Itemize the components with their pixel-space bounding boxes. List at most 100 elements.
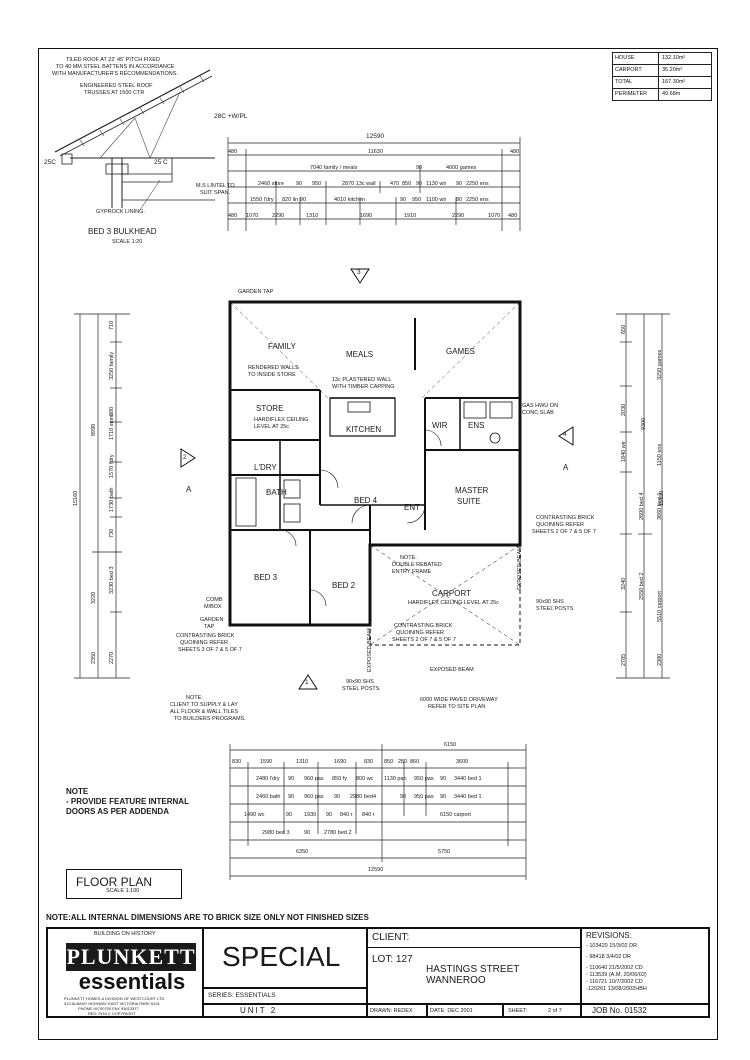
wall-reference: 28C +W/PL [214,113,248,120]
brick-quoining-note: QUOINING REFER [536,522,584,528]
bottom-dim: 840 r [362,812,375,818]
suburb-name: WANNEROO [426,975,486,986]
revision-entry: - 113539 (A.M. 20/06/02) [586,972,647,978]
room-label-games: GAMES [446,347,475,356]
top-dim: 470 [390,181,400,187]
brick-quoining-note: QUOINING REFER [180,640,228,646]
revisions-label: REVISIONS: [586,931,632,940]
left-dim: 2270 [109,651,115,664]
logo-wordmark: PLUNKETT [66,943,196,971]
client-tiles-note: ALL FLOOR & WALL TILES [170,709,239,715]
room-label-bath: BATH [266,488,287,497]
bottom-dim: 90 [304,830,311,836]
bottom-dim: 6150 [444,742,457,748]
top-dim: 1910 [404,213,417,219]
section-letter: A [186,485,192,494]
top-dim: 11630 [368,149,383,155]
job-panel: JOB No. 01532 [581,1004,709,1017]
room-label-ldry: L'DRY [254,463,277,472]
right-dim: 5510 carport [657,591,663,622]
entry-frame-note: ENTRY FRAME [392,569,432,575]
shs-posts-note: 90x90 SHS [346,679,374,685]
left-dimension-lines [74,313,130,679]
entry-frame-note: NOTE: [400,555,417,561]
drawn-by: DRAWN: REDEX [370,1008,413,1014]
hardiflex-carport-note: HARDIFLEX CEILING LEVEL AT 25c [408,600,499,606]
top-dim: 950 [312,181,322,187]
top-dim: 2250 ens [466,181,489,187]
ceiling-height-right: 25 C [154,159,168,166]
bottom-dim: 960 pas [304,776,324,782]
drawing-date: DATE: DEC 2001 [430,1008,473,1014]
roof-note-line: TRUSSES AT 1500 CTR [84,90,145,96]
bottom-dim: 1310 [296,759,309,765]
plan-scale: SCALE 1:100 [106,888,140,894]
bottom-dim: 840 r [340,812,353,818]
rendered-walls-note: TO INSIDE STORE [248,372,296,378]
bottom-dim: 2980 bed4 [350,794,376,800]
drawn-panel: DRAWN: REDEX [367,1004,427,1017]
section-letter: A [563,463,569,472]
left-dim: 3230 bed 3 [109,566,115,594]
bottom-dim: 90 [326,812,333,818]
sheet-number: 2 of 7 [548,1008,562,1014]
left-dim: 1710 store [109,414,115,440]
lintel-note: SUIT SPAN. [200,190,231,196]
bottom-dim: 6150 carport [440,812,471,818]
design-panel: SPECIAL [203,928,367,988]
top-dim: 1070 [246,213,259,219]
top-dim: 820 lin [282,197,299,203]
bottom-dim: 1590 [260,759,273,765]
lining-note: GYPROCK LINING. [96,209,145,215]
room-label-kitchen: KITCHEN [346,425,382,434]
section-marker-label: 4 [563,431,567,438]
entry-frame-note: DOUBLE REBATED [392,562,442,568]
lintel-note: M.S LINTEL TO [196,183,235,189]
logo-subwordmark: essentials [78,969,186,994]
bottom-dim: 2980 bed 3 [262,830,290,836]
bottom-dim: 3440 bed 1 [454,776,482,782]
series-label: SERIES: ESSENTIALS [208,992,276,999]
series-panel: SERIES: ESSENTIALS [203,988,367,1004]
bottom-dim: 850 fy [332,776,347,782]
top-dim: 90 [456,181,463,187]
hardiflex-store-note: HARDIFLEX CEILING [254,417,309,423]
bottom-dim: 1130 pan [384,776,407,782]
top-dim: 2290 [272,213,285,219]
left-dim: 3250 family [109,351,115,380]
unit-label: UNIT 2 [240,1006,278,1015]
top-dim: 480 [228,149,238,155]
right-dim: 1150 ens [657,443,663,466]
brick-quoining-note: CONTRASTING BRICK [536,515,595,521]
left-dim: 730 [109,528,115,538]
exposed-beam-note: EXPOSED BEAM [517,546,523,590]
bottom-dim: 90 [334,794,341,800]
room-label-bed2: BED 2 [332,581,356,590]
top-dim: 1100 wir [426,197,447,203]
top-dim: 4010 kitchen [334,197,366,203]
shs-posts-note: STEEL POSTS [536,606,574,612]
right-dim: 2550 bed 2 [639,572,645,600]
top-dim: 850 [402,181,412,187]
revision-entry: - 103420 15/3/02 DR [586,943,638,949]
plastered-wall-note: WITH TIMBER CAPPING [332,384,395,390]
global-note: NOTE:ALL INTERNAL DIMENSIONS ARE TO BRIC… [46,913,369,922]
right-dim: 2380 [657,653,663,666]
right-dim: 3240 [621,577,627,590]
rendered-walls-note: RENDERED WALLS [248,365,299,371]
top-dim: 1550 l'dry [250,197,274,203]
bottom-dim: 6350 [296,849,309,855]
feature-note-line: - PROVIDE FEATURE INTERNAL [66,797,189,806]
section-marker-4 [558,426,574,446]
job-number: JOB No. 01532 [592,1006,647,1015]
bottom-dim: 950 pas [414,776,434,782]
plastered-wall-note: 13c PLASTERED WALL [332,377,392,383]
room-label-bed4: BED 4 [354,496,378,505]
title-block: BUILDING ON HISTORY PLUNKETT essentials … [46,927,710,1018]
top-dim: 480 [228,213,238,219]
client-panel: CLIENT: LOT: 127 HASTINGS STREET WANNERO… [367,928,581,1004]
design-name: SPECIAL [222,941,341,972]
room-label-suite: SUITE [457,497,481,506]
